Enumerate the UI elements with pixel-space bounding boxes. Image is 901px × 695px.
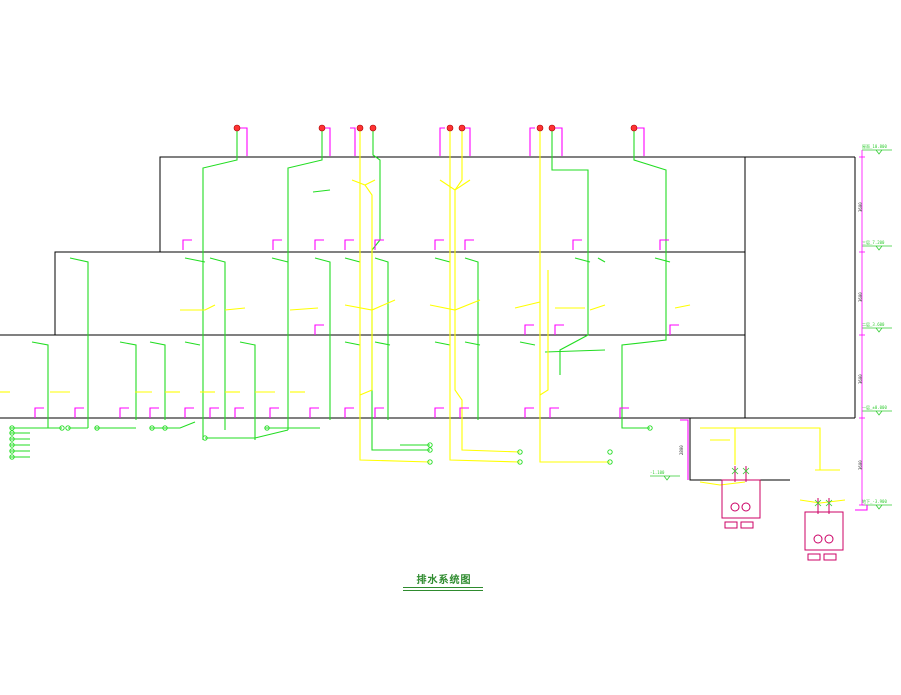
outlet-icon [427, 459, 433, 465]
drain-pipes [10, 130, 671, 458]
pump-valves [731, 467, 833, 507]
outlet-icon [202, 435, 208, 441]
outlet-icon [59, 425, 65, 431]
outlet-icon [94, 425, 100, 431]
level-label-basement: 地下_-3.900 [862, 498, 887, 504]
title-underline [403, 587, 483, 588]
roof-drain-icon [318, 124, 326, 132]
dimension-label: 3600 [858, 292, 863, 302]
outlet-icon [9, 430, 15, 436]
outlet-icon [9, 442, 15, 448]
pipe-fittings [34, 127, 868, 511]
pump-icon [813, 534, 823, 544]
outlet-icon [607, 459, 613, 465]
outlet-icon [9, 425, 15, 431]
title-underline [403, 590, 483, 591]
outlet-icon [264, 425, 270, 431]
roof-drain-icon [369, 124, 377, 132]
pump-icon [824, 534, 834, 544]
outlet-icon [427, 447, 433, 453]
outlet-icon [9, 448, 15, 454]
roof-drain-icon [630, 124, 638, 132]
pipe-outlets [9, 425, 653, 465]
outlet-icon [607, 449, 613, 455]
level-label-1f: 一层_±0.000 [862, 404, 887, 410]
pump-icon [730, 502, 740, 512]
level-marker [650, 149, 892, 510]
dimension-label: 3600 [858, 374, 863, 384]
dimension-label: 3600 [858, 202, 863, 212]
dimension-label: 2800 [679, 445, 684, 455]
outlet-icon [427, 442, 433, 448]
dimension-line [859, 150, 865, 506]
outlet-icon [517, 459, 523, 465]
level-markers: 屋面_10.800 三层_7.200 二层_3.600 一层_±0.000 -1… [650, 143, 892, 510]
outlet-icon [9, 436, 15, 442]
roof-drain-icon [446, 124, 454, 132]
roof-drain-icon [548, 124, 556, 132]
outlet-icon [149, 425, 155, 431]
outlet-icon [517, 449, 523, 455]
sump-pit-2 [804, 498, 844, 561]
level-label-roof: 屋面_10.800 [862, 143, 887, 149]
roof-drain-icon [233, 124, 241, 132]
pump-icon [741, 502, 751, 512]
outlet-icon [162, 425, 168, 431]
outlet-icon [65, 425, 71, 431]
dimension-label: 3600 [858, 460, 863, 470]
outlet-icon [647, 425, 653, 431]
sump-pit-1 [721, 466, 761, 529]
level-label-ground: -1.100 [650, 470, 665, 475]
outlet-icon [9, 454, 15, 460]
roof-drains [233, 124, 638, 132]
roof-drain-icon [458, 124, 466, 132]
drawing-title: 排水系统图 [416, 575, 472, 586]
roof-drain-icon [356, 124, 364, 132]
roof-drain-icon [536, 124, 544, 132]
level-label-2f: 二层_3.600 [862, 321, 885, 327]
level-label-3f: 三层_7.200 [862, 239, 885, 245]
